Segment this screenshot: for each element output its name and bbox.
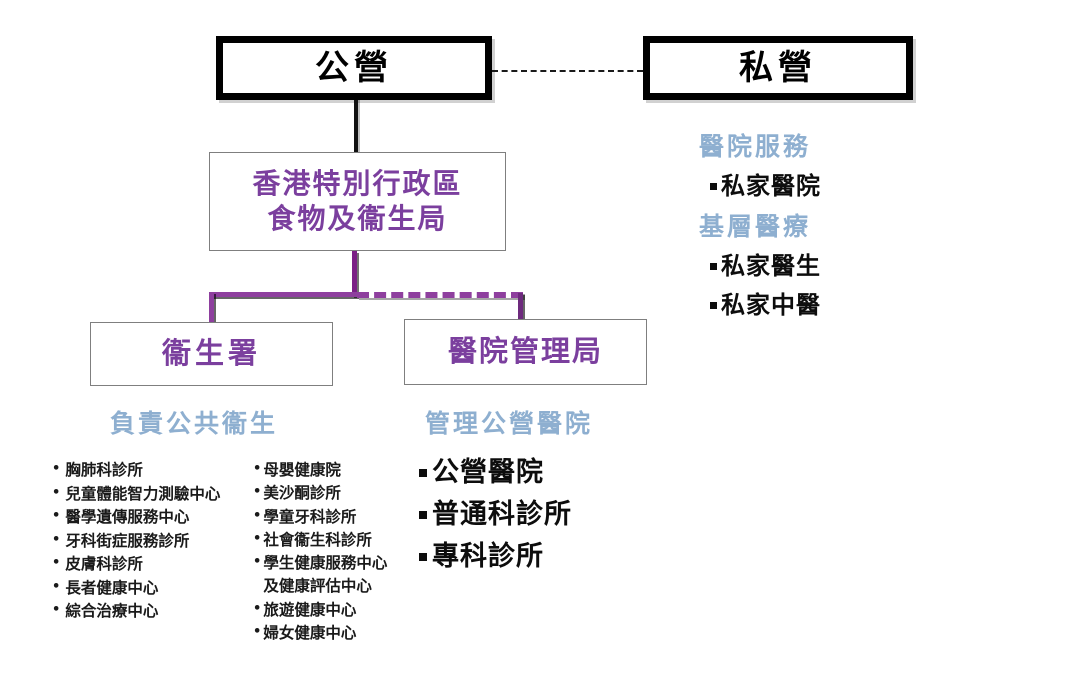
box-hospital-authority-label: 醫院管理局	[447, 334, 603, 369]
box-department-of-health-label: 衞生署	[161, 336, 261, 371]
list-item: •學童牙科診所	[253, 505, 387, 528]
list-item: • 胸肺科診所	[52, 458, 220, 482]
connector-bureau-to-ha-dashed	[357, 292, 523, 298]
round-bullet-icon: •	[253, 461, 262, 476]
round-bullet-icon: •	[253, 530, 262, 546]
connector-bureau-to-dh-horizontal	[209, 292, 357, 297]
list-item-label: 旅遊健康中心	[263, 599, 357, 619]
list-item: •旅遊健康中心	[253, 598, 387, 621]
caption-department-of-health: 負責公共衞生	[110, 409, 279, 438]
list-item: 專科診所	[419, 536, 572, 578]
square-bullet-icon	[710, 301, 717, 309]
list-item-label: 長者健康中心	[65, 577, 159, 597]
box-food-and-health-bureau-label: 香港特別行政區 食物及衞生局	[252, 167, 463, 235]
caption-private-primary-care: 基層醫療	[699, 212, 812, 241]
round-bullet-icon: •	[253, 623, 262, 639]
list-item-label: 牙科街症服務診所	[65, 530, 190, 550]
connector-public-to-bureau	[354, 100, 358, 153]
list-item-label: 私家中醫	[721, 289, 821, 319]
list-item: 私家中醫	[710, 286, 821, 325]
round-bullet-icon: •	[52, 508, 61, 524]
round-bullet-icon: •	[253, 484, 262, 500]
box-private-sector-label: 私營	[739, 48, 817, 88]
round-bullet-icon: •	[253, 507, 262, 523]
caption-private-hospital-services: 醫院服務	[699, 132, 812, 161]
list-item-label: 醫學遺傳服務中心	[65, 507, 190, 527]
list-item-label: 母嬰健康院	[263, 460, 341, 479]
list-item-label: 專科診所	[432, 540, 544, 572]
list-item-label: 胸肺科診所	[65, 460, 143, 479]
box-private-sector[interactable]: 私營	[643, 36, 913, 100]
list-item: •學生健康服務中心 及健康評估中心	[253, 551, 387, 598]
list-item: 普通科診所	[419, 494, 572, 536]
list-item: 私家醫生	[710, 247, 821, 286]
box-public-sector[interactable]: 公營	[216, 36, 492, 100]
list-dh-services-column-2: •母嬰健康院 •美沙酮診所 •學童牙科診所 •社會衞生科診所 •學生健康服務中心…	[253, 458, 387, 644]
list-item-label: 美沙酮診所	[263, 483, 341, 503]
list-item-label: 學童牙科診所	[263, 506, 357, 526]
list-private-primary-care: 私家醫生 私家中醫	[710, 247, 821, 325]
list-private-hospital-services: 私家醫院	[710, 167, 821, 206]
list-item-label: 婦女健康中心	[263, 622, 357, 642]
connector-public-private-dashed	[492, 70, 643, 72]
box-food-and-health-bureau[interactable]: 香港特別行政區 食物及衞生局	[209, 152, 506, 251]
round-bullet-icon: •	[52, 555, 61, 571]
caption-hospital-authority: 管理公營醫院	[425, 409, 594, 438]
connector-bureau-stem	[352, 251, 357, 296]
connector-bureau-to-ha-vertical	[518, 293, 523, 322]
round-bullet-icon: •	[52, 461, 61, 476]
list-item: •社會衞生科診所	[253, 528, 387, 551]
list-item: •牙科街症服務診所	[52, 529, 220, 553]
round-bullet-icon: •	[52, 484, 61, 500]
square-bullet-icon	[710, 262, 717, 270]
round-bullet-icon: •	[253, 600, 262, 616]
list-item-label: 普通科診所	[432, 498, 572, 530]
list-item: •醫學遺傳服務中心	[52, 505, 220, 529]
round-bullet-icon: •	[52, 602, 61, 618]
round-bullet-icon: •	[52, 531, 61, 547]
list-item-label: 皮膚科診所	[65, 554, 143, 574]
list-item-label: 學生健康服務中心 及健康評估中心	[263, 553, 388, 596]
list-item: •長者健康中心	[52, 576, 220, 600]
box-public-sector-label: 公營	[315, 48, 393, 88]
round-bullet-icon: •	[253, 554, 262, 569]
connector-bureau-to-dh-vertical	[209, 292, 214, 324]
list-item: •兒童體能智力測驗中心	[52, 482, 220, 506]
square-bullet-icon	[419, 510, 427, 519]
list-item: •綜合治療中心	[52, 599, 220, 623]
list-item: •美沙酮診所	[253, 481, 387, 504]
square-bullet-icon	[419, 468, 427, 477]
square-bullet-icon	[710, 182, 717, 190]
list-item-label: 綜合治療中心	[65, 601, 159, 621]
list-hospital-authority-services: 公營醫院 普通科診所 專科診所	[419, 452, 572, 578]
list-item: 公營醫院	[419, 452, 572, 494]
list-item-label: 兒童體能智力測驗中心	[65, 483, 221, 503]
box-department-of-health[interactable]: 衞生署	[90, 322, 333, 386]
list-item: •母嬰健康院	[253, 458, 387, 481]
square-bullet-icon	[419, 552, 427, 561]
box-hospital-authority[interactable]: 醫院管理局	[404, 319, 647, 385]
round-bullet-icon: •	[52, 578, 61, 594]
list-item: 私家醫院	[710, 167, 821, 206]
list-item-label: 社會衞生科診所	[263, 529, 372, 549]
list-dh-services-column-1: •胸肺科診所 •兒童體能智力測驗中心 •醫學遺傳服務中心 •牙科街症服務診所 •…	[52, 458, 220, 623]
list-item-label: 私家醫生	[721, 251, 821, 280]
list-item-label: 私家醫院	[721, 171, 821, 200]
list-item: •皮膚科診所	[52, 552, 220, 576]
list-item-label: 公營醫院	[432, 457, 544, 488]
list-item: •婦女健康中心	[253, 621, 387, 644]
